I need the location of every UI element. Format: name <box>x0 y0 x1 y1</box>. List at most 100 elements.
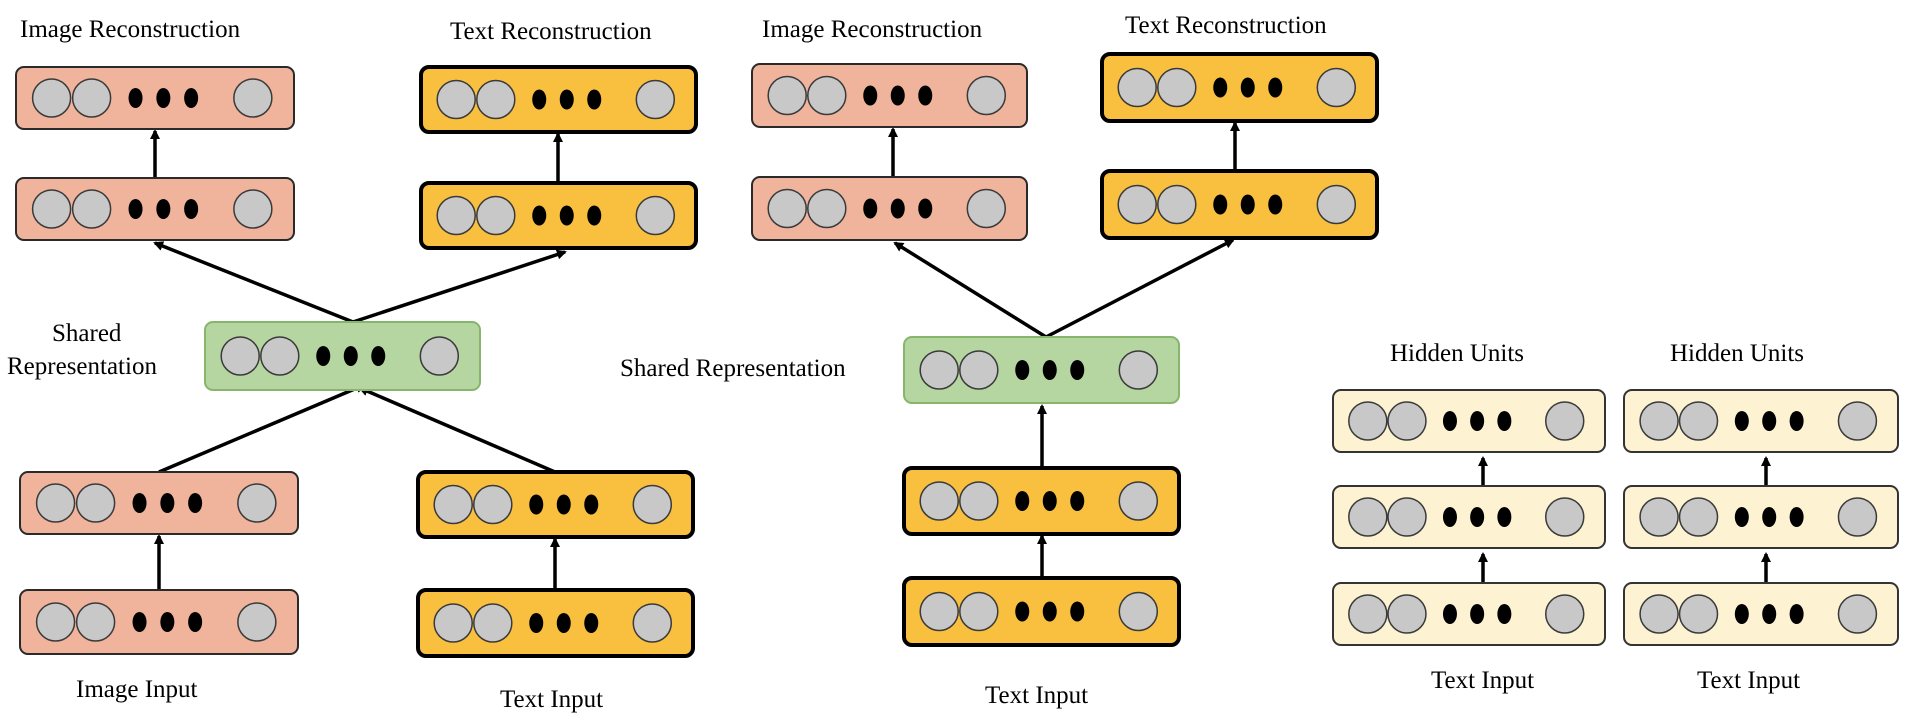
node-circle <box>635 79 676 120</box>
panel3a-hidden-units-layer <box>1332 389 1606 453</box>
node-circle <box>767 188 807 229</box>
panel2-arrow-shared-to-text <box>1045 238 1235 339</box>
node-circle <box>1678 594 1719 634</box>
node-circle <box>233 78 273 118</box>
ellipsis-dot <box>1070 491 1085 511</box>
ellipsis-dot <box>587 205 602 226</box>
node-circle <box>1639 497 1679 537</box>
ellipsis-dot <box>1762 604 1777 624</box>
panel2-text-input-layer <box>902 576 1181 647</box>
node-circle <box>959 350 999 390</box>
ellipsis-dot <box>584 494 599 515</box>
ellipsis-dot <box>1789 411 1804 431</box>
node-circle <box>1837 594 1878 634</box>
layers <box>15 52 1899 658</box>
panel3a-text-input-layer <box>1332 582 1606 646</box>
node-circle <box>433 484 473 525</box>
ellipsis-dot <box>559 205 574 226</box>
ellipsis-dot <box>1240 77 1255 98</box>
node-circle <box>1544 497 1585 537</box>
node-circle <box>807 75 847 116</box>
node-circle <box>473 603 513 643</box>
node-circle <box>1348 401 1388 441</box>
panel1-shared-layer <box>204 321 481 391</box>
node-circle <box>476 195 516 236</box>
panel1-text-input-label: Text Input <box>500 686 603 713</box>
node-circle <box>1544 401 1585 441</box>
node-circle <box>71 189 112 229</box>
panel1-image-input-label: Image Input <box>76 676 198 703</box>
node-circle <box>919 350 959 390</box>
ellipsis-dot <box>1042 491 1057 511</box>
panel1-text-hidden-layer <box>419 181 698 250</box>
node-circle <box>237 483 277 523</box>
node-circle <box>1387 594 1427 634</box>
node-circle <box>1678 497 1719 537</box>
panel1-image-input-layer <box>19 589 299 655</box>
panel3a-middle-layer <box>1332 485 1606 549</box>
ellipsis-dot <box>1789 507 1804 527</box>
ellipsis-dot <box>1734 507 1749 527</box>
node-circle <box>473 484 513 525</box>
ellipsis-dot <box>1470 411 1485 431</box>
ellipsis-dot <box>1789 604 1804 624</box>
panel1-image-reconstruction-label: Image Reconstruction <box>20 16 241 43</box>
node-circle <box>1837 497 1878 537</box>
node-circle <box>1544 594 1585 634</box>
node-circle <box>966 75 1007 116</box>
ellipsis-dot <box>1497 507 1512 527</box>
node-circle <box>632 603 673 643</box>
panel2-image-reconstruction-label: Image Reconstruction <box>762 16 983 43</box>
ellipsis-dot <box>1442 507 1457 527</box>
node-circle <box>1348 497 1388 537</box>
panel1-image-reconstruction-layer <box>15 66 295 130</box>
ellipsis-dot <box>1762 411 1777 431</box>
panel3b-text-input-label: Text Input <box>1697 667 1800 694</box>
ellipsis-dot <box>918 85 933 106</box>
ellipsis-dot <box>156 199 171 219</box>
node-circle <box>1118 591 1159 632</box>
panel1-text-input-layer <box>416 588 695 658</box>
node-circle <box>1639 401 1679 441</box>
panel2-text-reconstruction-label: Text Reconstruction <box>1125 12 1327 39</box>
ellipsis-dot <box>1442 411 1457 431</box>
panel1-text-reconstruction-layer <box>419 65 698 134</box>
panel3b-text-input-layer <box>1623 582 1899 646</box>
node-circle <box>919 591 959 632</box>
ellipsis-dot <box>160 612 175 632</box>
node-circle <box>1316 184 1357 225</box>
ellipsis-dot <box>1497 604 1512 624</box>
node-circle <box>1639 594 1679 634</box>
ellipsis-dot <box>556 494 571 515</box>
node-circle <box>260 336 300 376</box>
panel1-arrow-text-to-shared <box>358 386 556 474</box>
panel1-arrow-image-to-shared <box>158 383 366 474</box>
ellipsis-dot <box>1268 77 1283 98</box>
node-circle <box>433 603 473 643</box>
ellipsis-dot <box>184 88 199 108</box>
node-circle <box>1316 67 1357 108</box>
panel1-text-reconstruction-label: Text Reconstruction <box>450 18 652 45</box>
panel2-text-input-hidden-layer <box>902 466 1181 536</box>
ellipsis-dot <box>1734 411 1749 431</box>
node-circle <box>220 336 260 376</box>
node-circle <box>1117 184 1157 225</box>
panel2-image-reconstruction-layer <box>751 63 1028 128</box>
ellipsis-dot <box>1213 77 1228 98</box>
node-circle <box>31 78 72 118</box>
panel1-arrow-shared-to-text <box>352 249 567 324</box>
panel2-shared-label: Shared Representation <box>620 355 846 382</box>
ellipsis-dot <box>1042 601 1057 622</box>
node-circle <box>632 484 673 525</box>
ellipsis-dot <box>1042 360 1057 380</box>
panel1-arrow-shared-to-image <box>153 241 354 324</box>
ellipsis-dot <box>1015 360 1030 380</box>
node-circle <box>1157 67 1197 108</box>
ellipsis-dot <box>863 85 878 106</box>
ellipsis-dot <box>1497 411 1512 431</box>
panel3b-hidden-units-layer <box>1623 389 1899 453</box>
node-circle <box>1118 350 1159 390</box>
panel3a-text-input-label: Text Input <box>1431 667 1534 694</box>
ellipsis-dot <box>128 88 143 108</box>
